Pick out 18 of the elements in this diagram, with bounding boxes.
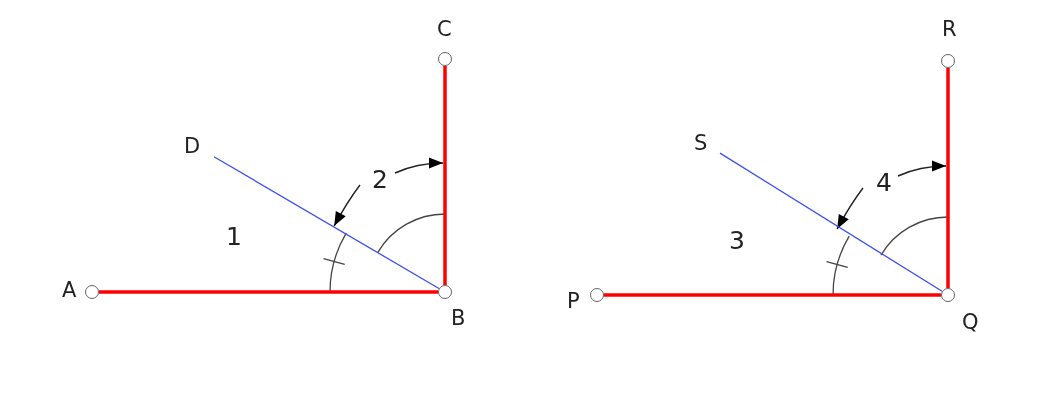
line-segment	[99, 290, 438, 294]
line-segment	[213, 156, 440, 290]
angle-number: 4	[876, 170, 892, 195]
line-segment	[604, 293, 941, 297]
angle-number: 2	[372, 167, 388, 192]
angle-number: 3	[729, 228, 745, 253]
line-segment	[443, 66, 447, 285]
point-label: S	[694, 133, 709, 154]
point-label: B	[451, 308, 466, 329]
angle-number: 1	[226, 224, 242, 249]
point-label: A	[62, 280, 77, 301]
point-label: Q	[962, 312, 979, 333]
line-segment	[946, 68, 950, 288]
point-label: C	[437, 19, 452, 40]
point-label: R	[942, 19, 957, 40]
point-label: P	[567, 291, 580, 312]
point-label: D	[184, 136, 202, 157]
line-segment	[719, 152, 943, 292]
